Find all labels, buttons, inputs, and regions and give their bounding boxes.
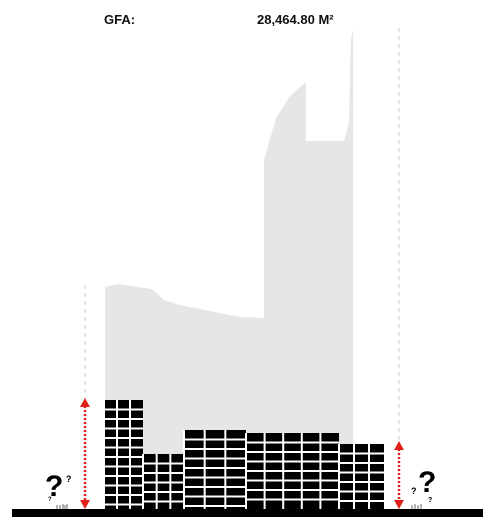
block-tower-left (104, 400, 143, 510)
block-grid-lines (103, 400, 384, 510)
question-mark-icon: ? (45, 470, 63, 503)
gfa-value: 28,464.80 M² (257, 12, 334, 27)
question-mark-icon: ? (418, 466, 436, 499)
reference-silhouette (105, 30, 353, 510)
gfa-label: GFA: (104, 12, 136, 27)
block-low-2 (339, 444, 384, 510)
height-arrow-icon (80, 398, 90, 509)
ground-line (12, 509, 483, 517)
question-mark-small: ? (411, 486, 417, 496)
block-mid-1 (184, 430, 246, 510)
question-mark-small: ? (428, 497, 432, 504)
question-mark-small: ? (66, 474, 72, 484)
question-mark-small: ? (48, 497, 52, 503)
height-arrow-icon (394, 441, 404, 509)
